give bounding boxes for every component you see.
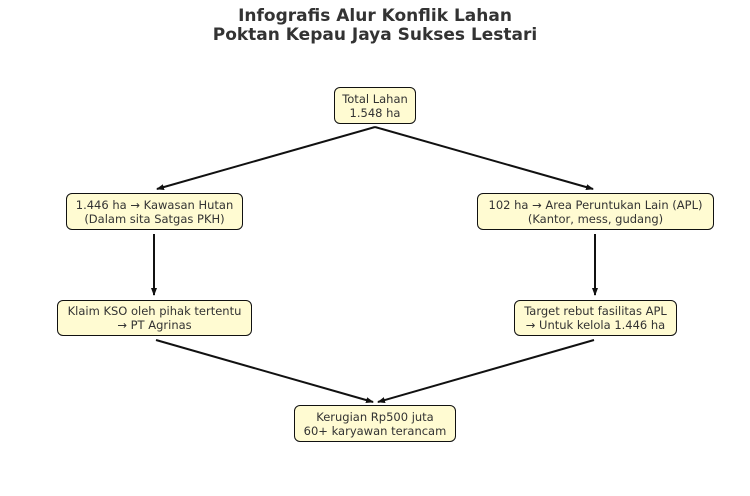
node-text: Klaim KSO oleh pihak tertentu <box>67 304 242 318</box>
title-line-1: Infografis Alur Konflik Lahan <box>238 6 512 26</box>
node-text: Kerugian Rp500 juta <box>316 409 434 424</box>
node-klaim-kso: Klaim KSO oleh pihak tertentu → PT Agrin… <box>57 300 252 336</box>
node-kawasan-hutan: 1.446 ha → Kawasan Hutan (Dalam sita Sat… <box>66 193 243 230</box>
edge-kso-kerugian <box>155 339 374 403</box>
edge-total-hutan <box>156 126 376 190</box>
node-text: → PT Agrinas <box>117 318 192 332</box>
node-text: 102 ha → Area Peruntukan Lain (APL) <box>488 197 703 212</box>
node-text: 60+ karyawan terancam <box>303 423 447 438</box>
node-text: Target rebut fasilitas APL <box>524 304 667 318</box>
node-apl: 102 ha → Area Peruntukan Lain (APL) (Kan… <box>477 193 714 230</box>
node-text: (Dalam sita Satgas PKH) <box>84 211 225 226</box>
node-text: 1.548 ha <box>349 105 401 120</box>
node-text: → Untuk kelola 1.446 ha <box>525 318 666 332</box>
node-total-lahan: Total Lahan 1.548 ha <box>334 87 416 124</box>
node-kerugian: Kerugian Rp500 juta 60+ karyawan teranca… <box>294 405 456 442</box>
node-text: 1.446 ha → Kawasan Hutan <box>75 197 234 212</box>
title-line-2: Poktan Kepau Jaya Sukses Lestari <box>212 25 538 45</box>
edge-total-apl <box>374 126 594 190</box>
node-text: (Kantor, mess, gudang) <box>527 211 664 226</box>
edge-target-kerugian <box>377 339 595 403</box>
node-target-rebut: Target rebut fasilitas APL → Untuk kelol… <box>514 300 677 336</box>
node-text: Total Lahan <box>342 91 408 106</box>
